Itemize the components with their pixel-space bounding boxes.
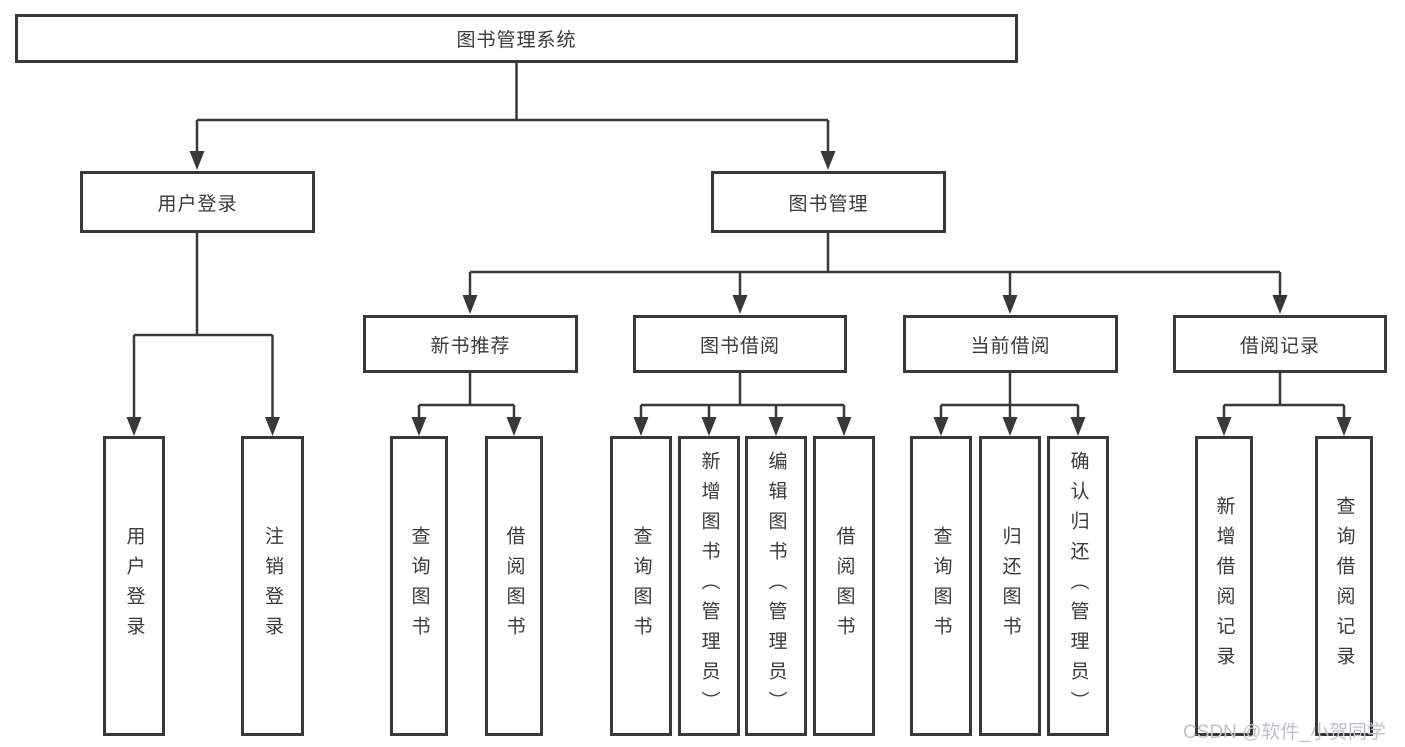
leaf-label: 借阅图书	[503, 526, 525, 646]
leaf-query-borrow-record: 查询借阅记录	[1315, 436, 1373, 736]
leaf-confirm-return-admin: 确认归还（管理员）	[1047, 436, 1109, 736]
node-label: 图书管理	[788, 193, 869, 215]
leaf-label: 借阅图书	[833, 526, 855, 646]
leaf-add-borrow-record: 新增借阅记录	[1195, 436, 1253, 736]
leaf-add-books-admin: 新增图书（管理员）	[678, 436, 740, 736]
leaf-label: 确认归还（管理员）	[1067, 451, 1089, 721]
node-label: 借阅记录	[1239, 335, 1320, 357]
leaf-query-books-current: 查询图书	[910, 436, 972, 736]
leaf-label: 注销登录	[262, 526, 283, 646]
leaf-user-login: 用户登录	[103, 436, 165, 736]
node-library-management-system: 图书管理系统	[15, 14, 1018, 63]
node-label: 当前借阅	[970, 335, 1051, 357]
node-label: 图书借阅	[699, 335, 780, 357]
node-label: 图书管理系统	[456, 30, 577, 51]
leaf-query-books-borrow: 查询图书	[610, 436, 672, 736]
leaf-label: 用户登录	[123, 526, 145, 646]
leaf-logout: 注销登录	[241, 436, 304, 736]
node-book-borrow: 图书借阅	[633, 315, 847, 373]
leaf-label: 查询图书	[630, 526, 652, 646]
leaf-edit-books-admin: 编辑图书（管理员）	[745, 436, 807, 736]
leaf-label: 编辑图书（管理员）	[765, 451, 787, 721]
leaf-label: 查询图书	[930, 526, 952, 646]
node-borrow-records: 借阅记录	[1173, 315, 1387, 373]
leaf-label: 归还图书	[999, 526, 1021, 646]
leaf-label: 查询图书	[408, 526, 430, 646]
leaf-label: 新增图书（管理员）	[698, 451, 720, 721]
node-new-book-recommend: 新书推荐	[363, 315, 578, 373]
leaf-borrow-books: 借阅图书	[813, 436, 875, 736]
node-user-login: 用户登录	[80, 171, 315, 233]
csdn-watermark: CSDN @软件_小贺同学	[1183, 722, 1386, 743]
leaf-label: 查询借阅记录	[1333, 496, 1355, 676]
node-label: 用户登录	[157, 193, 238, 215]
node-current-borrow: 当前借阅	[903, 315, 1118, 373]
leaf-label: 新增借阅记录	[1213, 496, 1235, 676]
leaf-borrow-books-rec: 借阅图书	[485, 436, 543, 736]
leaf-query-books-rec: 查询图书	[390, 436, 448, 736]
node-book-management: 图书管理	[711, 171, 946, 233]
leaf-return-books: 归还图书	[979, 436, 1041, 736]
node-label: 新书推荐	[430, 335, 511, 357]
